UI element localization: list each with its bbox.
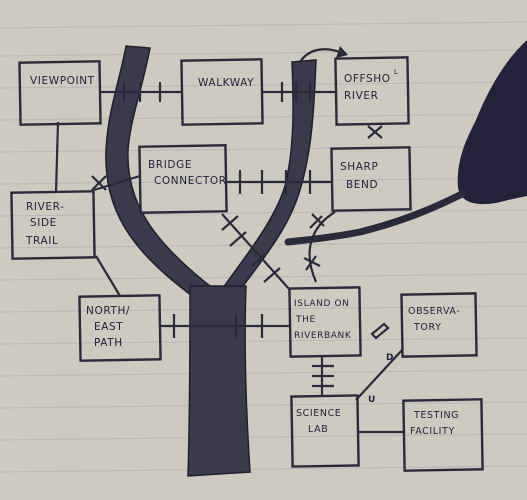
label-testing-facility-1: TESTING xyxy=(413,410,459,421)
label-observatory-2: TORY xyxy=(413,322,441,333)
box-island-on-riverbank[interactable] xyxy=(288,286,362,358)
label-science-lab-1: SCIENCE xyxy=(296,408,341,419)
label-walkway: WALKWAY xyxy=(198,77,254,89)
box-walkway[interactable] xyxy=(180,58,264,126)
label-bridge-connector-1: BRIDGE xyxy=(148,159,192,171)
location-labels: VIEWPOINT WALKWAY OFFSHO L RIVER BRIDGE … xyxy=(25,68,460,437)
door-marker-d: D xyxy=(386,353,394,363)
label-riverside-trail-3: TRAIL xyxy=(25,235,58,247)
label-island-2: THE xyxy=(295,315,316,325)
label-viewpoint: VIEWPOINT xyxy=(30,75,95,87)
label-offshoot-river-1: OFFSHO xyxy=(344,73,391,85)
door-marker-u: U xyxy=(368,395,376,405)
box-offshoot-river[interactable] xyxy=(334,56,410,126)
box-science-lab[interactable] xyxy=(290,394,360,468)
box-riverside-trail[interactable] xyxy=(10,190,96,260)
label-island-3: RIVERBANK xyxy=(294,331,352,341)
offshoot-arrow xyxy=(299,48,341,63)
box-observatory[interactable] xyxy=(400,292,478,358)
lake-stream xyxy=(284,190,466,246)
offshoot-arrowhead xyxy=(336,46,348,58)
label-island-1: ISLAND ON xyxy=(294,299,350,309)
label-bridge-connector-2: CONNECTOR xyxy=(154,175,227,187)
label-riverside-trail-1: RIVER- xyxy=(26,201,64,213)
label-north-east-path-2: EAST xyxy=(94,321,123,333)
label-north-east-path-1: NORTH/ xyxy=(86,305,130,317)
label-observatory-1: OBSERVA- xyxy=(408,306,460,317)
box-testing-facility[interactable] xyxy=(402,398,484,472)
box-bridge-connector[interactable] xyxy=(138,144,228,214)
river xyxy=(105,45,317,477)
lake-shape xyxy=(457,40,527,205)
box-north-east-path[interactable] xyxy=(78,294,162,362)
location-boxes xyxy=(10,56,484,472)
label-testing-facility-2: FACILITY xyxy=(410,426,455,437)
label-offshoot-river-2: RIVER xyxy=(344,90,379,102)
box-viewpoint[interactable] xyxy=(18,60,102,126)
label-riverside-trail-2: SIDE xyxy=(30,217,57,229)
offshoot-superscript: L xyxy=(394,68,399,76)
label-science-lab-2: LAB xyxy=(308,424,328,435)
label-north-east-path-3: PATH xyxy=(94,337,123,349)
label-sharp-bend-1: SHARP xyxy=(340,161,378,173)
label-sharp-bend-2: BEND xyxy=(346,179,378,191)
connections xyxy=(54,82,404,434)
box-sharp-bend[interactable] xyxy=(330,146,412,212)
